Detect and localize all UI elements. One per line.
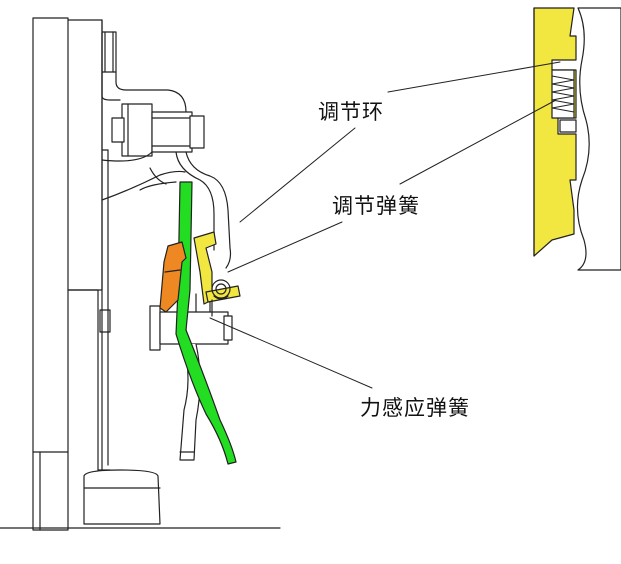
green-rod: [176, 182, 236, 464]
inset-detail: [534, 8, 621, 270]
label-force-sensing-spring: 力感应弹簧: [360, 396, 470, 420]
lower-block: [150, 294, 232, 350]
housing-frame: [33, 18, 110, 530]
base-block: [0, 470, 280, 528]
pivot-block: [102, 104, 204, 200]
top-bracket: [102, 32, 186, 152]
orange-part: [160, 242, 186, 312]
lever-arm: [140, 152, 231, 268]
label-adjusting-ring: 调节环: [318, 100, 384, 124]
yellow-part: [194, 232, 240, 316]
label-adjusting-spring: 调节弹簧: [332, 194, 420, 218]
coil-spring: [212, 280, 230, 299]
leader-lines: [210, 62, 560, 388]
